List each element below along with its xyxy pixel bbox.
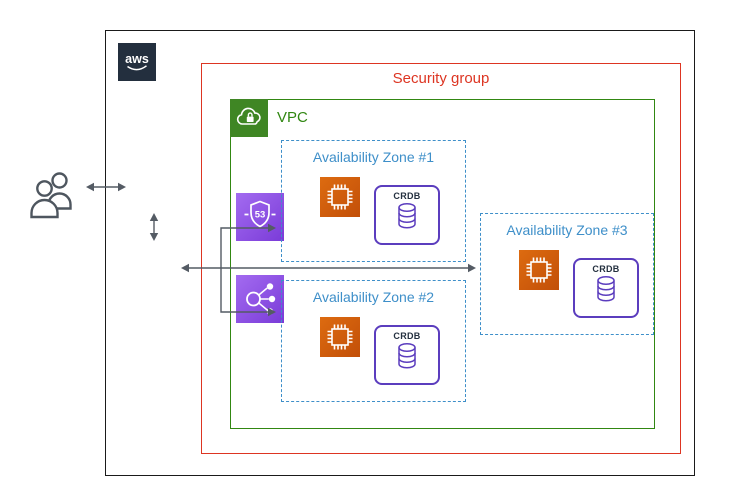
cloud-shape [236,107,261,125]
availability-zone-1-label: Availability Zone #1 [312,149,435,165]
ec2-instance-icon [519,250,559,290]
database-icon [398,202,416,229]
vpc-icon [230,99,268,137]
lock-body [246,116,254,122]
availability-zone-3-label: Availability Zone #3 [506,222,628,238]
users-icon [24,166,84,226]
ec2-instance-icon [320,177,360,217]
lock-shackle [247,112,253,117]
crdb-node: CRDB [374,325,440,385]
security-group-label: Security group [392,70,490,87]
crdb-label: CRDB [592,264,620,274]
aws-logo-text: aws [125,52,149,66]
database-icon [398,342,416,369]
crdb-label: CRDB [393,331,421,341]
vpc-label: VPC [277,109,308,126]
availability-zone-1: Availability Zone #1 CRDB [281,140,466,262]
vpc-boundary: VPC Availability Zone #1 CRDB [230,99,655,429]
ec2-instance-icon [320,317,360,357]
aws-logo-icon: aws [118,43,156,81]
aws-cloud-boundary: aws 53 [105,30,695,476]
route53-badge-text: 53 [255,210,266,221]
availability-zone-3: Availability Zone #3 CRDB [480,213,654,335]
crdb-node: CRDB [374,185,440,245]
security-group-boundary: Security group VPC Availability Zone #1 [201,63,681,454]
database-icon [597,275,615,302]
crdb-node: CRDB [573,258,639,318]
availability-zone-2-label: Availability Zone #2 [312,289,435,305]
crdb-label: CRDB [393,191,421,201]
availability-zone-2: Availability Zone #2 CRDB [281,280,466,402]
